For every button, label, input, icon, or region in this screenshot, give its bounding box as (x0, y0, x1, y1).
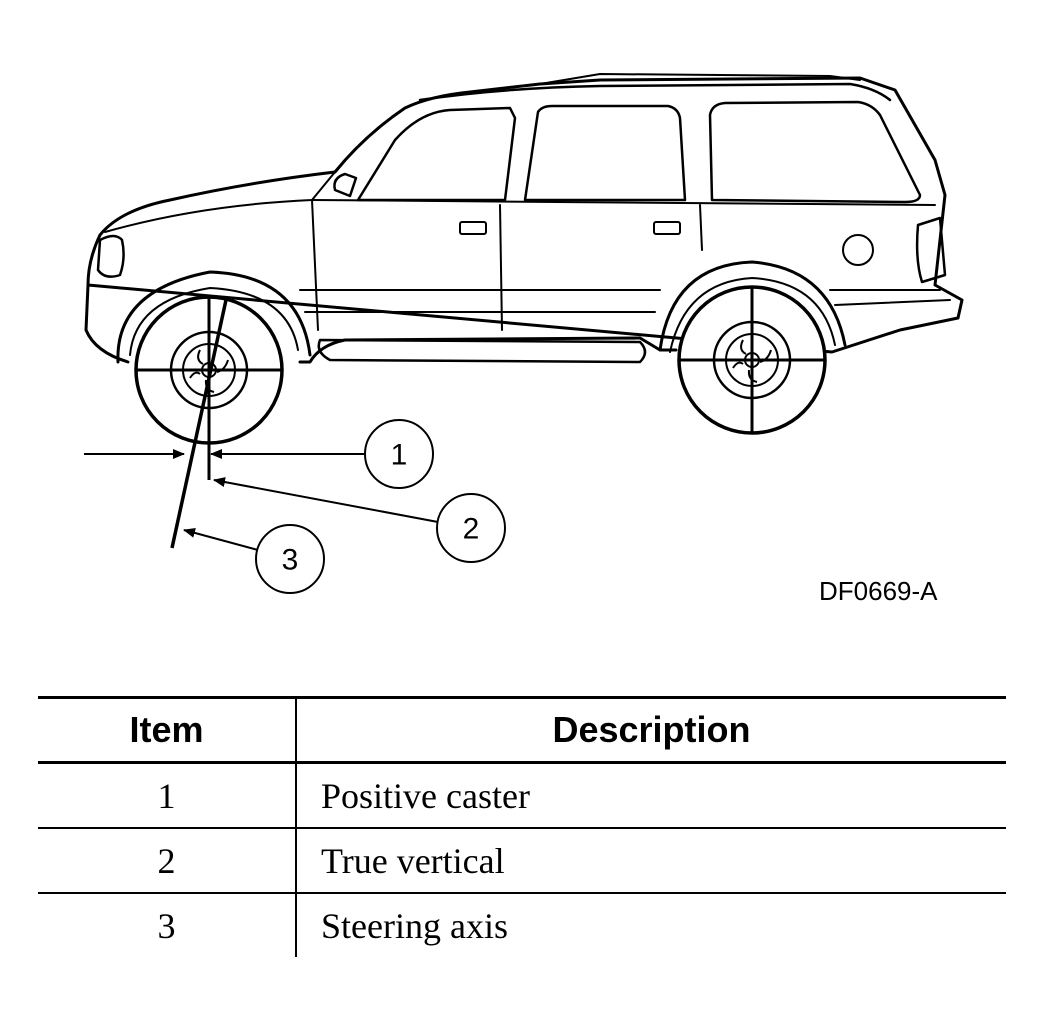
vehicle-illustration (84, 73, 964, 364)
callout-3-circle (255, 524, 325, 594)
front-door-handle (459, 221, 487, 235)
callout-1-number: 1 (391, 439, 408, 472)
header-description: Description (296, 696, 1006, 764)
front-door-window (356, 106, 517, 202)
rear-rim-spokes (732, 339, 772, 383)
callout-leaders (183, 477, 439, 551)
rear-wheel-arch (658, 260, 847, 352)
vehicle-roof (418, 82, 892, 102)
rear-wheel-arch-inner (669, 277, 836, 353)
headlight (96, 234, 125, 278)
tail-light (915, 216, 947, 284)
running-board (317, 338, 647, 364)
figure-code: DF0669-A (819, 576, 938, 606)
callout-2-leader (213, 477, 439, 523)
front-wheel (134, 295, 284, 549)
row-item-number: 1 (38, 762, 297, 829)
legend-header-row: Item Description (38, 696, 1006, 764)
legend-table: Item Description 1 Positive caster 2 Tru… (38, 696, 1006, 957)
vehicle-hood-line (104, 171, 336, 233)
row-description: Positive caster (296, 762, 1006, 829)
callout-2-circle (436, 493, 506, 563)
front-wheel-arch (116, 270, 312, 364)
callout-2-number: 2 (463, 513, 480, 546)
steering-axis-line (170, 299, 228, 549)
fuel-door (842, 234, 874, 266)
callout-2: 2 (436, 493, 506, 563)
legend-table-body: 1 Positive caster 2 True vertical 3 Stee… (38, 762, 1006, 957)
quarter-window (708, 100, 922, 204)
callout-3: 3 (255, 524, 325, 594)
callout-1: 1 (364, 419, 434, 489)
rear-door-edge (699, 204, 703, 251)
callout-3-number: 3 (282, 544, 299, 577)
table-row: 2 True vertical (38, 828, 1006, 894)
vehicle-body-outline (84, 76, 964, 364)
body-side-line-lower (304, 299, 951, 313)
table-row: 1 Positive caster (38, 762, 1006, 829)
table-row: 3 Steering axis (38, 893, 1006, 957)
legend-table-header: Item Description (38, 696, 1006, 764)
callout-1-circle (364, 419, 434, 489)
rear-door-handle (653, 221, 681, 235)
callout-3-leader (183, 528, 259, 551)
header-item: Item (38, 696, 297, 764)
row-description: Steering axis (321, 905, 508, 946)
caster-diagram: 1 2 3 DF0669-A (84, 73, 964, 606)
front-door-edge (311, 199, 503, 331)
row-item-number: 2 (38, 828, 297, 894)
front-rim-spokes (189, 349, 229, 393)
rear-wheel (677, 285, 827, 435)
row-description: True vertical (296, 828, 1006, 894)
side-mirror (333, 172, 358, 198)
vehicle-roof-rail (539, 73, 861, 85)
row-item-number: 3 (38, 893, 297, 957)
front-wheel-arch-inner (129, 287, 299, 356)
rear-door-window (523, 104, 687, 202)
